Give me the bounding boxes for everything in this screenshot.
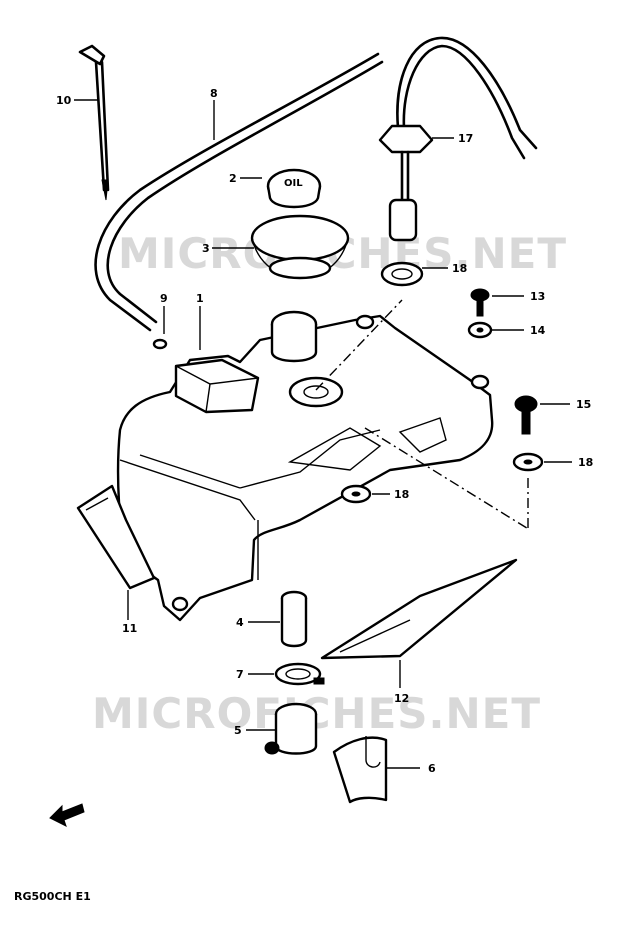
callout-18-upper: 18	[452, 262, 467, 275]
part-10-vent-pipe	[78, 44, 110, 201]
callout-7: 7	[236, 668, 244, 681]
callout-18-tank: 18	[394, 488, 409, 501]
part-11-heat-shield	[76, 484, 156, 590]
part-2-filler-cap: OIL	[266, 168, 322, 209]
callout-14: 14	[530, 324, 546, 337]
callout-6: 6	[428, 762, 436, 775]
callout-9: 9	[160, 292, 168, 305]
part-14-washer	[467, 321, 493, 339]
part-17-level-sensor	[378, 36, 538, 242]
part-4-union	[280, 590, 308, 648]
front-arrow-icon	[49, 803, 85, 827]
callout-12: 12	[394, 692, 409, 705]
assembly-line-1	[364, 427, 531, 531]
callout-5: 5	[234, 724, 242, 737]
callout-4: 4	[236, 616, 244, 629]
part-15-bolt	[514, 395, 538, 435]
callout-15: 15	[576, 398, 591, 411]
part-6-guard	[332, 736, 388, 804]
callout-17: 17	[458, 132, 473, 145]
callout-18-right: 18	[578, 456, 593, 469]
callout-13: 13	[530, 290, 545, 303]
part-5-fitting	[264, 702, 318, 755]
part-7-clamp	[274, 662, 325, 686]
part-3-strainer	[250, 214, 350, 280]
callout-10: 10	[56, 94, 72, 107]
callout-2: 2	[229, 172, 237, 185]
assembly-line-3	[315, 299, 403, 391]
part-18-grommet-upper	[380, 261, 424, 287]
callout-3: 3	[202, 242, 210, 255]
part-9-clip	[152, 338, 168, 350]
part-13-screw	[470, 288, 490, 317]
callouts: 10 8 2 3 9 1 17 18 13 14 15 18 18 11 4 7…	[56, 87, 593, 775]
part-18-washer-right	[512, 452, 544, 472]
part-8-hose	[94, 52, 384, 332]
callout-11: 11	[122, 622, 137, 635]
callout-1: 1	[196, 292, 204, 305]
callout-8: 8	[210, 87, 218, 100]
leader-lines	[74, 99, 572, 769]
part-12-plate	[320, 558, 518, 660]
diagram-code: RG500CH E1	[14, 890, 91, 903]
part-1-oil-tank	[116, 310, 494, 622]
cap-marking: OIL	[284, 178, 303, 189]
